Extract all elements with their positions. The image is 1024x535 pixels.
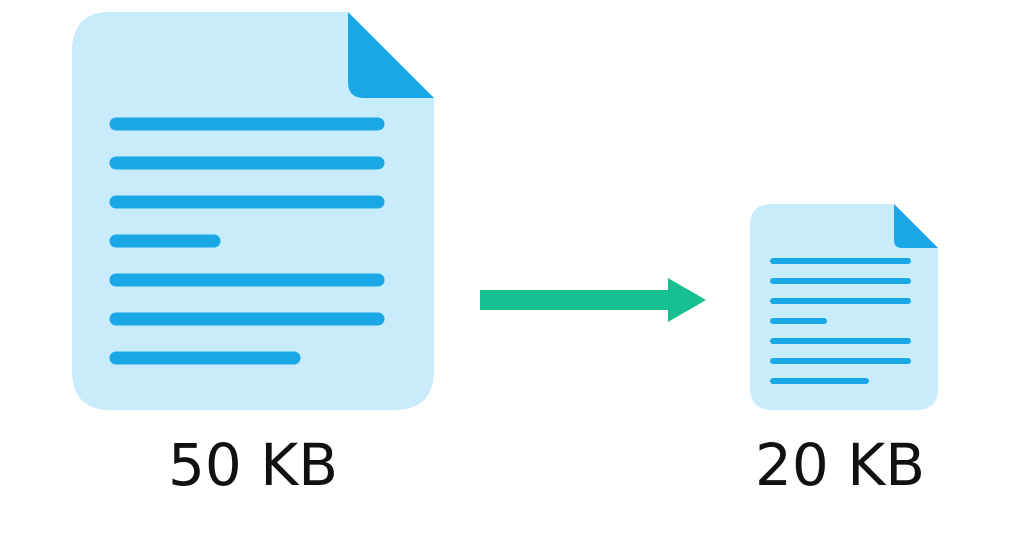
original-document-page [72,12,434,410]
original-document-icon [72,12,434,410]
compressed-document-fold [894,204,938,248]
arrow-head [668,278,706,322]
compressed-document-icon [750,204,938,410]
arrow-shaft [480,290,676,310]
original-size-label: 50 KB [168,431,339,499]
compressed-size-label: 20 KB [755,431,926,499]
original-document-fold [348,12,434,98]
right-arrow-icon [480,278,706,322]
compressed-document-text-lines [770,258,911,384]
original-document-text-lines [109,117,385,365]
